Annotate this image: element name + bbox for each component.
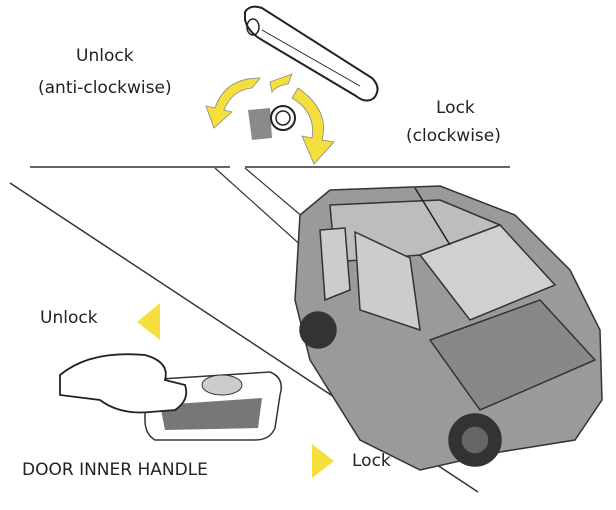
triangle-left-icon xyxy=(137,303,160,340)
rotate-arrow-icon xyxy=(205,73,335,165)
inner-lock-label: Lock xyxy=(352,451,391,471)
inner-handle-title: DOOR INNER HANDLE xyxy=(22,460,208,480)
triangle-right-icon xyxy=(312,444,334,478)
outer-unlock-label: Unlock xyxy=(76,46,134,66)
car-illustration xyxy=(294,185,603,471)
inner-unlock-label: Unlock xyxy=(40,308,98,328)
key-cylinder-icon xyxy=(248,105,296,140)
hand-on-handle-illustration xyxy=(59,353,282,441)
outer-lock-direction: (clockwise) xyxy=(406,126,501,146)
door-handle-icon xyxy=(244,5,379,102)
outer-unlock-direction: (anti-clockwise) xyxy=(38,78,172,98)
outer-lock-label: Lock xyxy=(436,98,475,118)
